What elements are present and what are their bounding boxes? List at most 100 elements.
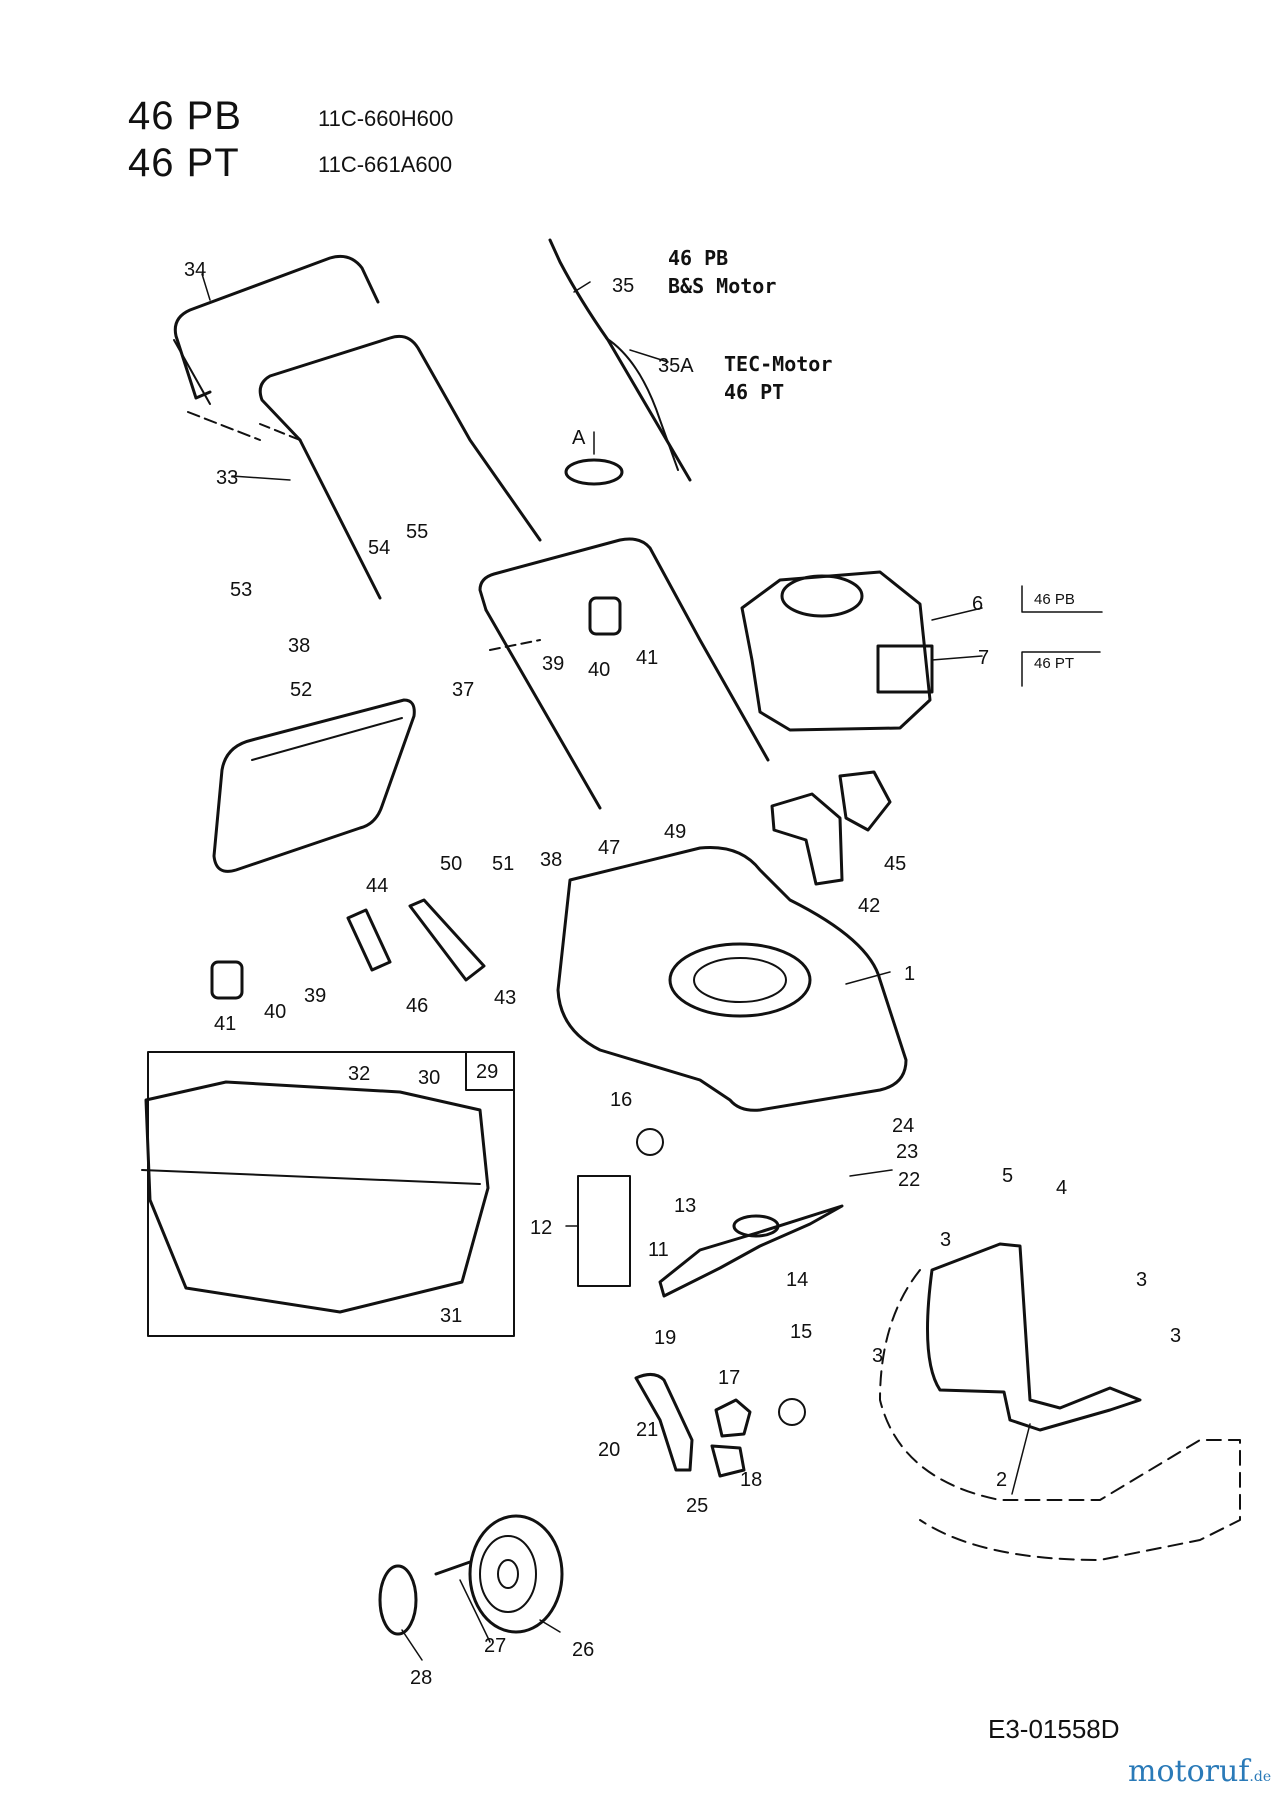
callout-40b: 40 — [264, 1001, 286, 1023]
callout-34: 34 — [184, 259, 206, 281]
callout-11: 11 — [648, 1239, 669, 1261]
callout-4: 4 — [1056, 1177, 1067, 1199]
model-name-2: 46 PT — [128, 141, 240, 185]
callout-51: 51 — [492, 853, 514, 875]
callout-52: 52 — [290, 679, 312, 701]
diagram-code: E3-01558D — [988, 1714, 1120, 1744]
callout-35: 35 — [612, 275, 634, 297]
callout-20: 20 — [598, 1439, 620, 1461]
callout-50: 50 — [440, 853, 462, 875]
variant-label-46pt: 46 PT — [1034, 655, 1074, 672]
callout-35a: 35A — [658, 355, 694, 377]
callout-7: 7 — [978, 647, 989, 669]
callout-23: 23 — [896, 1141, 918, 1163]
callout-41: 41 — [636, 647, 658, 669]
callout-2: 2 — [996, 1469, 1007, 1491]
callout-49: 49 — [664, 821, 686, 843]
callout-24: 24 — [892, 1115, 914, 1137]
callout-55: 55 — [406, 521, 428, 543]
note-pb-line2: B&S Motor — [668, 274, 777, 298]
side-discharge — [926, 1242, 1142, 1432]
cable-35a — [605, 337, 679, 471]
callout-17: 17 — [718, 1367, 740, 1389]
lower-handle — [478, 537, 770, 762]
callout-42: 42 — [858, 895, 880, 917]
callout-53: 53 — [230, 579, 252, 601]
callout-29: 29 — [476, 1061, 498, 1083]
callout-32: 32 — [348, 1063, 370, 1085]
callout-46: 46 — [406, 995, 428, 1017]
callout-47: 47 — [598, 837, 620, 859]
callout-1: 1 — [904, 963, 915, 985]
callout-21: 21 — [636, 1419, 658, 1441]
wheel-bolt — [434, 1560, 472, 1576]
marker-a-1 — [636, 1128, 664, 1156]
cable-clip — [564, 458, 624, 486]
deflector-17 — [714, 1398, 752, 1438]
wheel-bracket — [634, 1373, 694, 1472]
callout-6: 6 — [972, 593, 983, 615]
callout-38: 38 — [288, 635, 310, 657]
callout-3b: 3 — [1136, 1269, 1147, 1291]
callout-19: 19 — [654, 1327, 676, 1349]
catcher-inset-frame — [147, 1051, 515, 1337]
callout-44: 44 — [366, 875, 388, 897]
callout-14: 14 — [786, 1269, 808, 1291]
callout-54: 54 — [368, 537, 390, 559]
callout-3a: 3 — [940, 1229, 951, 1251]
callout-12: 12 — [530, 1217, 552, 1239]
bracket-42 — [770, 792, 844, 886]
plate-18 — [710, 1444, 746, 1478]
rear-flap — [212, 698, 416, 873]
logo-suffix: .de — [1249, 1769, 1272, 1785]
handle-bar-33 — [258, 334, 542, 542]
model-name-1: 46 PB — [128, 94, 242, 138]
knob-41-left — [210, 960, 244, 1000]
callout-37: 37 — [452, 679, 474, 701]
upper-handle — [173, 254, 380, 400]
note-pb-line1: 46 PB — [668, 246, 729, 270]
callout-3d: 3 — [872, 1345, 883, 1367]
mower-deck — [556, 845, 908, 1112]
variant-label-46pb: 46 PB — [1034, 591, 1075, 608]
callout-45: 45 — [884, 853, 906, 875]
height-adjuster — [346, 898, 486, 982]
hub-cap — [378, 1564, 418, 1636]
callout-57: A — [572, 427, 586, 449]
brand-logo: motoruf.de — [1128, 1754, 1271, 1789]
knob-41-top — [588, 596, 622, 636]
callout-22: 22 — [898, 1169, 920, 1191]
blade — [658, 1204, 844, 1298]
callout-13: 13 — [674, 1195, 696, 1217]
grass-catcher — [144, 1080, 490, 1314]
callout-31: 31 — [440, 1305, 462, 1327]
callout-18: 18 — [740, 1469, 762, 1491]
callout-25: 25 — [686, 1495, 708, 1517]
note-tec-line1: TEC-Motor — [724, 352, 833, 376]
callout-28: 28 — [410, 1667, 432, 1689]
callout-38b: 38 — [540, 849, 562, 871]
pivot-45 — [838, 770, 892, 832]
callout-3c: 3 — [1170, 1325, 1181, 1347]
callout-5: 5 — [1002, 1165, 1013, 1187]
callout-33: 33 — [216, 467, 238, 489]
logo-main: motoruf — [1128, 1754, 1250, 1789]
callout-39b: 39 — [304, 985, 326, 1007]
callout-26: 26 — [572, 1639, 594, 1661]
callout-43: 43 — [494, 987, 516, 1009]
callout-39: 39 — [542, 653, 564, 675]
callout-40: 40 — [588, 659, 610, 681]
callout-27: 27 — [484, 1635, 506, 1657]
marker-a-2 — [778, 1398, 806, 1426]
callout-41b: 41 — [214, 1013, 236, 1035]
adapter-kit-frame — [577, 1175, 631, 1287]
model-code-1: 11C-660H600 — [318, 106, 454, 131]
wheel — [468, 1514, 564, 1634]
callout-15: 15 — [790, 1321, 812, 1343]
model-code-2: 11C-661A600 — [318, 152, 453, 177]
engine — [740, 570, 932, 732]
note-tec-line2: 46 PT — [724, 380, 785, 404]
callout-16: 16 — [610, 1089, 632, 1111]
callout-30: 30 — [418, 1067, 440, 1089]
